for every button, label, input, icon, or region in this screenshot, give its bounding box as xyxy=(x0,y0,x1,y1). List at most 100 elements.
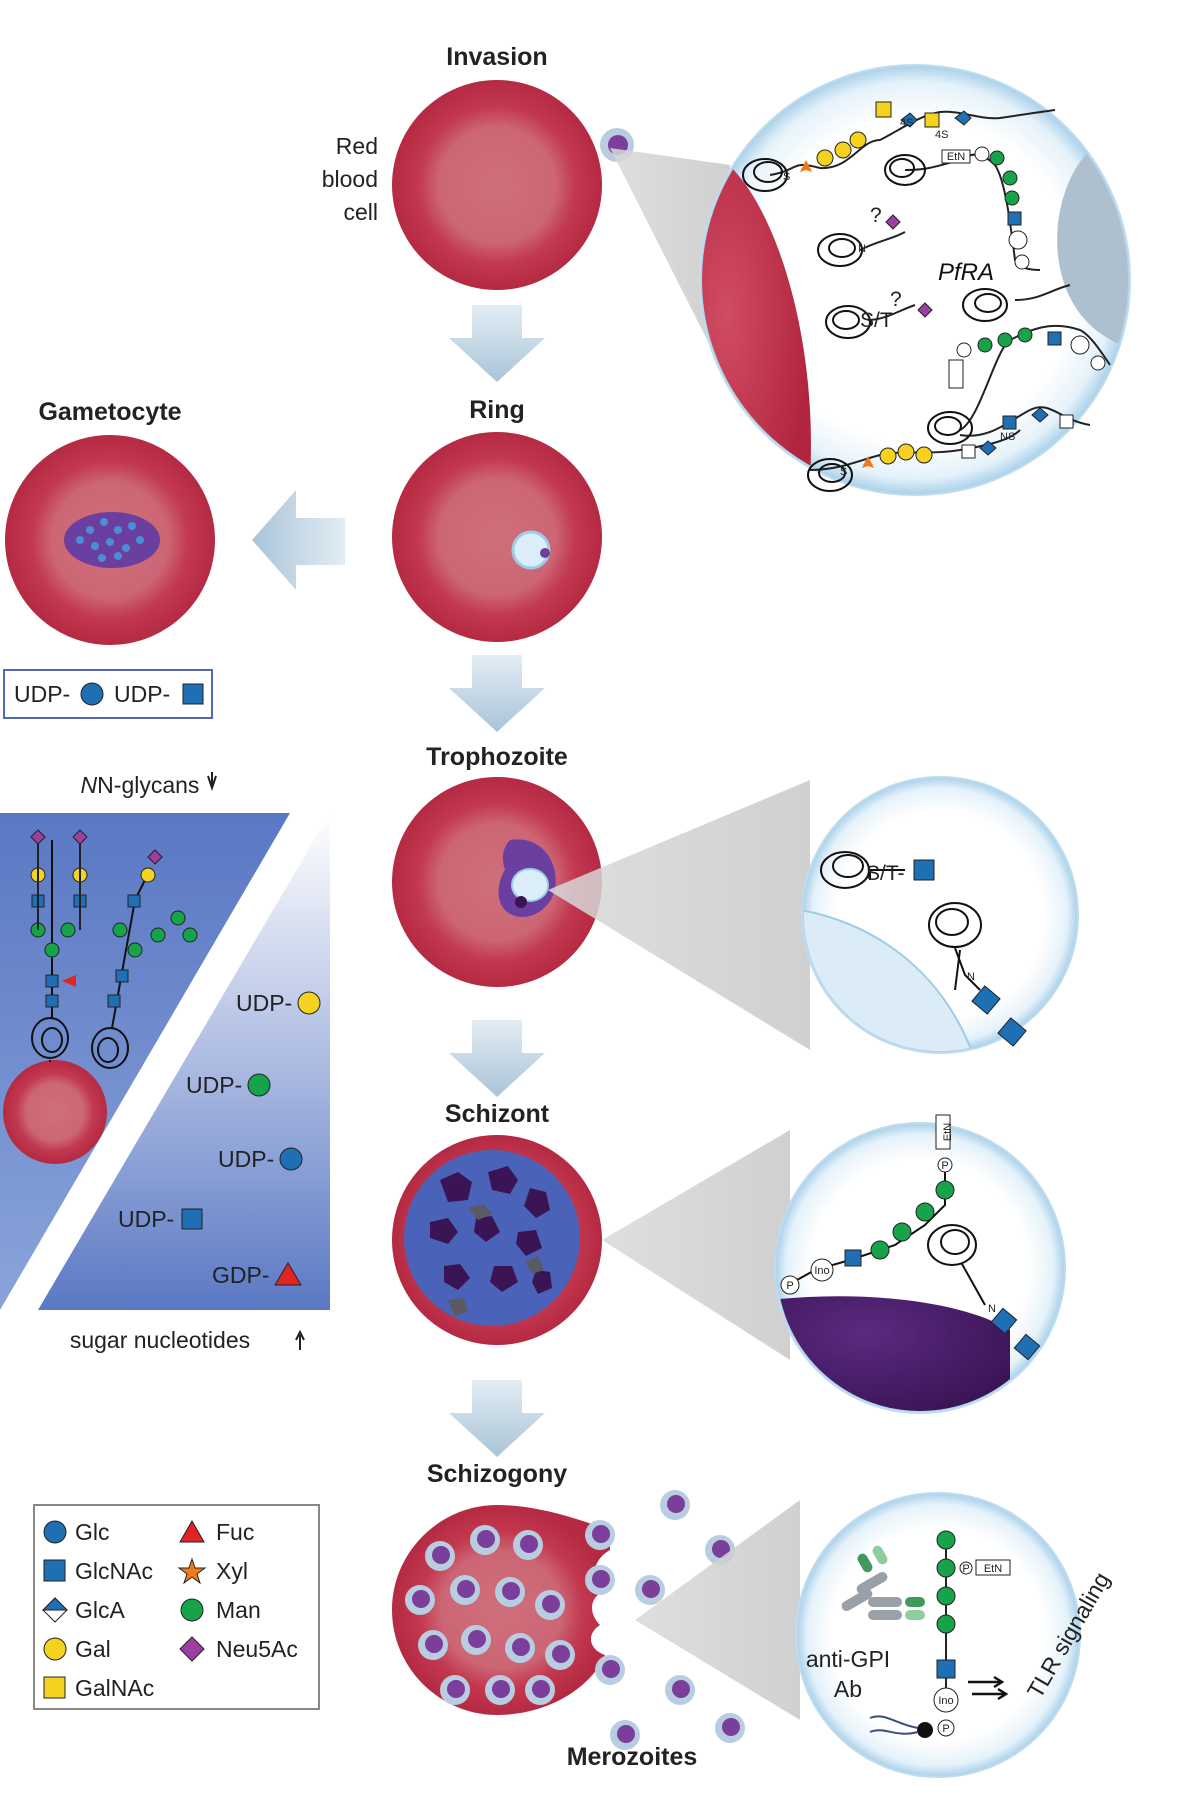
merozoite-released-7-core xyxy=(672,1680,690,1698)
legend-glc-icon xyxy=(43,1520,67,1544)
ino-label-schizont: Ino xyxy=(814,1265,829,1277)
s-t-label-troph: S/T- xyxy=(866,862,905,885)
arrow-ring-to-gametocyte xyxy=(252,490,345,590)
progression-arrows xyxy=(252,305,545,1457)
zoom-invasion: EtN ? ? S/T N S S 4S 4S PfRA NS xyxy=(699,64,1131,496)
sugar-nucleotides-label: sugar nucleotides xyxy=(70,1327,250,1353)
hemozoin xyxy=(515,896,527,908)
rbc-ring xyxy=(392,432,602,642)
legend-glca-label: GlcA xyxy=(75,1597,126,1623)
s-t-label-invasion: S/T xyxy=(860,309,893,332)
schizont-nuclei xyxy=(430,1166,552,1294)
merozoite-released-9-core xyxy=(722,1718,740,1736)
zoom-trophozoite: S/T- N xyxy=(801,776,1079,1054)
legend-galnac-icon xyxy=(43,1676,66,1699)
legend: Glc GlcNAc GlcA Gal GalNAc Fuc Xyl Man N… xyxy=(33,1504,320,1710)
zoom-cone-trophozoite xyxy=(548,780,810,1050)
glcnac-o-linked xyxy=(913,859,935,881)
merozoite-inside-13-core xyxy=(492,1680,510,1698)
stage-label-ring: Ring xyxy=(469,396,525,424)
legend-xyl-icon xyxy=(177,1557,207,1585)
antibody-label: Ab xyxy=(834,1676,862,1702)
zoom-cone-schizogony xyxy=(635,1500,800,1720)
udp-glc-label-box: UDP- xyxy=(14,681,70,707)
glycerol-icon xyxy=(917,1722,933,1738)
gametocyte-dots xyxy=(76,518,144,562)
stage-label-gametocyte: Gametocyte xyxy=(38,398,181,426)
signaling-arrows xyxy=(968,1675,1009,1701)
rbc-label-line2: blood xyxy=(322,166,378,192)
legend-man-label: Man xyxy=(216,1597,261,1623)
merozoite-released-8-core xyxy=(617,1725,635,1743)
p-label-schizont-1: P xyxy=(941,1160,948,1172)
arrow-trophozoite-to-schizont xyxy=(449,1020,545,1097)
stage-label-invasion: Invasion xyxy=(446,43,547,71)
antibody-icon xyxy=(841,1545,925,1620)
legend-box xyxy=(33,1504,320,1710)
merozoite-released-6-core xyxy=(602,1660,620,1678)
legend-galnac-label: GalNAc xyxy=(75,1675,154,1701)
n-label-invasion: N xyxy=(858,243,866,255)
gametocyte-nucleotide-box: UDP- UDP- xyxy=(3,669,213,719)
merozoite-inside-9-core xyxy=(468,1630,486,1648)
udp-glcnac-label-box: UDP- xyxy=(114,681,170,707)
n-glycan-structure-left xyxy=(30,829,88,1008)
legend-fuc-icon xyxy=(179,1519,205,1543)
etn-label-schizont: EtN xyxy=(942,1123,954,1141)
rbc-trophozoite xyxy=(392,777,602,987)
ring-nucleus xyxy=(540,548,550,558)
arrow-invasion-to-ring xyxy=(449,305,545,382)
merozoite-inside-11-core xyxy=(552,1645,570,1663)
n-glycans-triangle xyxy=(0,813,290,1310)
zoom-cone-schizont xyxy=(602,1130,790,1360)
n-glycan-structure-right xyxy=(107,849,198,1008)
merozoite-inside-1-core xyxy=(432,1546,450,1564)
udp-glc-label: UDP- xyxy=(218,1146,274,1172)
merozoite-inside-5-core xyxy=(457,1580,475,1598)
merozoite-inside-7-core xyxy=(542,1595,560,1613)
legend-glcnac-icon xyxy=(43,1559,66,1582)
glcnac-n-linked-1 xyxy=(971,985,1001,1015)
glcnac-icon-2 xyxy=(181,1208,203,1230)
merozoite-inside-14-core xyxy=(532,1680,550,1698)
glc-icon xyxy=(80,682,104,706)
p-label-schizont-2: P xyxy=(786,1280,793,1292)
stage-label-schizont: Schizont xyxy=(445,1100,550,1128)
gdp-fuc-label: GDP- xyxy=(212,1262,270,1288)
ns-label-1: NS xyxy=(1000,431,1015,443)
stage-label-schizogony: Schizogony xyxy=(427,1460,567,1488)
glcnac-n-linked-2 xyxy=(997,1017,1027,1047)
merozoite-inside-4-core xyxy=(412,1590,430,1608)
glc-icon-2 xyxy=(279,1147,303,1171)
merozoite-inside-10-core xyxy=(512,1638,530,1656)
merozoites-inside xyxy=(405,1525,575,1705)
etn-label-1: EtN xyxy=(947,151,965,163)
arrow-schizont-to-schizogony xyxy=(449,1380,545,1457)
merozoite-released-1-core xyxy=(592,1525,610,1543)
unknown-linkage-2: ? xyxy=(890,288,902,311)
s-label-invasion-2: S xyxy=(840,466,847,478)
legend-fuc-label: Fuc xyxy=(216,1519,254,1545)
down-arrow-icon xyxy=(207,775,217,792)
merozoite-released-5-core xyxy=(592,1570,610,1588)
rbc-label-line1: Red xyxy=(336,133,378,159)
arrow-ring-to-trophozoite xyxy=(449,655,545,732)
merozoite-released-4-core xyxy=(642,1580,660,1598)
hemozoin-crystals xyxy=(448,1204,544,1316)
stage-label-trophozoite: Trophozoite xyxy=(426,743,568,771)
zoom-schizogony: anti-GPI Ab P EtN Ino P TLR signaling xyxy=(795,1492,1115,1778)
zoom-schizont: EtN P Ino P N xyxy=(774,1114,1066,1414)
legend-glc-label: Glc xyxy=(75,1519,110,1545)
pfra-label: PfRA xyxy=(938,259,994,286)
udp-glcnac-label: UDP- xyxy=(118,1206,174,1232)
man-icon xyxy=(247,1073,271,1097)
merozoite-released-2-core xyxy=(667,1495,685,1513)
etn-label-schizogony: EtN xyxy=(984,1563,1002,1575)
merozoite-inside-8-core xyxy=(425,1635,443,1653)
merozoites-released xyxy=(585,1490,745,1750)
s-label-invasion-1: S xyxy=(783,171,790,183)
legend-glcnac-label: GlcNAc xyxy=(75,1558,153,1584)
4s-label-2: 4S xyxy=(935,129,948,141)
zoom-cone-invasion xyxy=(610,148,730,385)
